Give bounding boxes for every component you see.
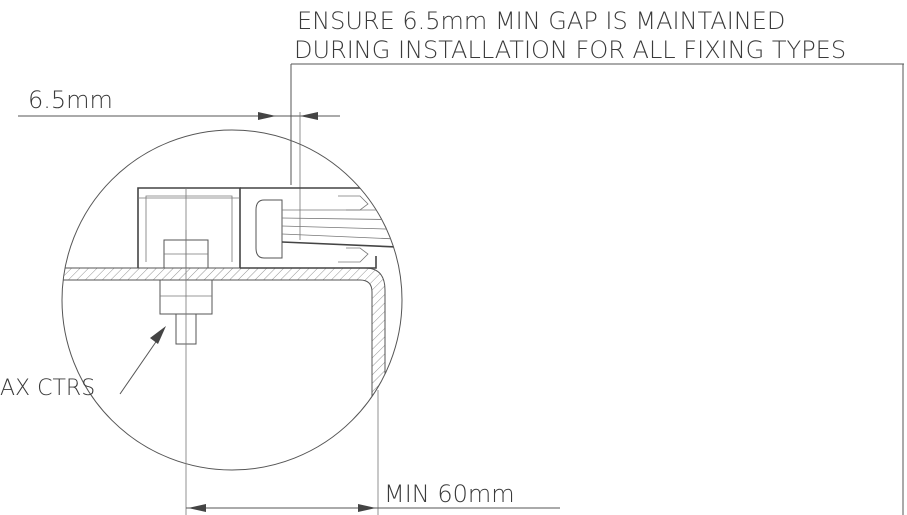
gap-arrow-right [300,112,318,120]
base-channel [137,187,241,268]
glass-line-2 [281,217,402,221]
detail-circle [61,129,403,471]
detail-contents [62,187,402,401]
gap-dimension-label: 6.5mm [28,86,113,114]
edge-arrow-left [188,504,206,512]
gap-arrow-left [258,112,276,120]
gap-note-line-1: ENSURE 6.5mm MIN GAP IS MAINTAINED [297,7,785,35]
glass-line-3 [281,225,402,231]
fixing-arrow [150,326,166,344]
glass-line-4 [281,233,402,241]
edge-dimension-label: MIN 60mm [384,480,515,508]
glazing-gasket [255,199,283,259]
gap-note-line-2: DURING INSTALLATION FOR ALL FIXING TYPES [294,36,846,64]
clip-hook-bottom [338,247,369,263]
base-channel-inner [145,195,233,262]
fixing-label: AX CTRS [0,376,95,401]
fixing-leader [119,335,161,395]
clip-hook-top [338,195,369,211]
edge-arrow-right [358,504,376,512]
glass-line-5 [281,241,402,249]
